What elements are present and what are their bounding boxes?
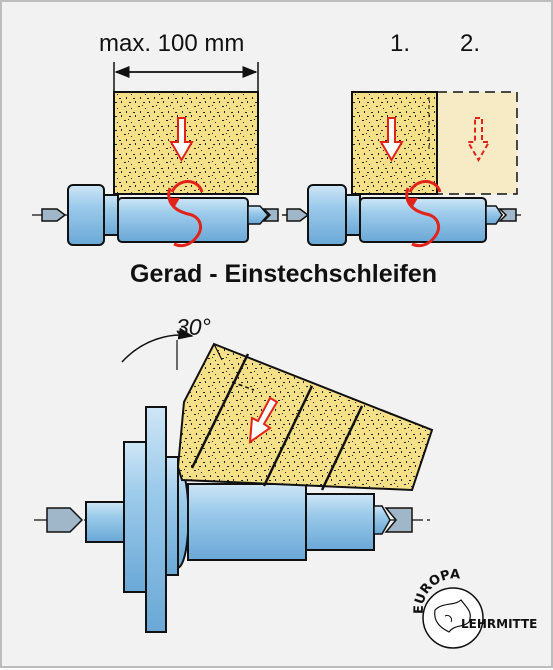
left-setup (32, 62, 287, 248)
angle-label: 30° (176, 314, 211, 340)
step-1-label: 1. (390, 30, 411, 57)
diagram-title: Gerad - Einstechschleifen (130, 260, 438, 288)
workpiece-right (286, 184, 517, 246)
workpiece-angular (46, 406, 413, 633)
right-setup (282, 91, 522, 248)
feed-arrow-angular (248, 396, 279, 445)
angle-arc (121, 327, 194, 363)
width-dimension-label: max. 100 mm (99, 30, 245, 57)
logo-bottom-text: LEHRMITTEL (461, 617, 537, 631)
workpiece-left (41, 184, 279, 246)
rotation-arrow-right (405, 187, 441, 248)
grinding-wheel-step2 (436, 91, 518, 195)
rotation-arrow-left (167, 187, 203, 248)
feed-arrow-step1 (379, 117, 404, 162)
grinding-wheel-angular (176, 342, 434, 492)
angular-setup (34, 327, 434, 633)
step-2-label: 2. (460, 30, 481, 57)
feed-arrow-step2 (466, 117, 491, 162)
feed-arrow-left (169, 117, 194, 162)
europa-lehrmittel-logo: EUROPA LEHRMITTEL (412, 567, 537, 649)
